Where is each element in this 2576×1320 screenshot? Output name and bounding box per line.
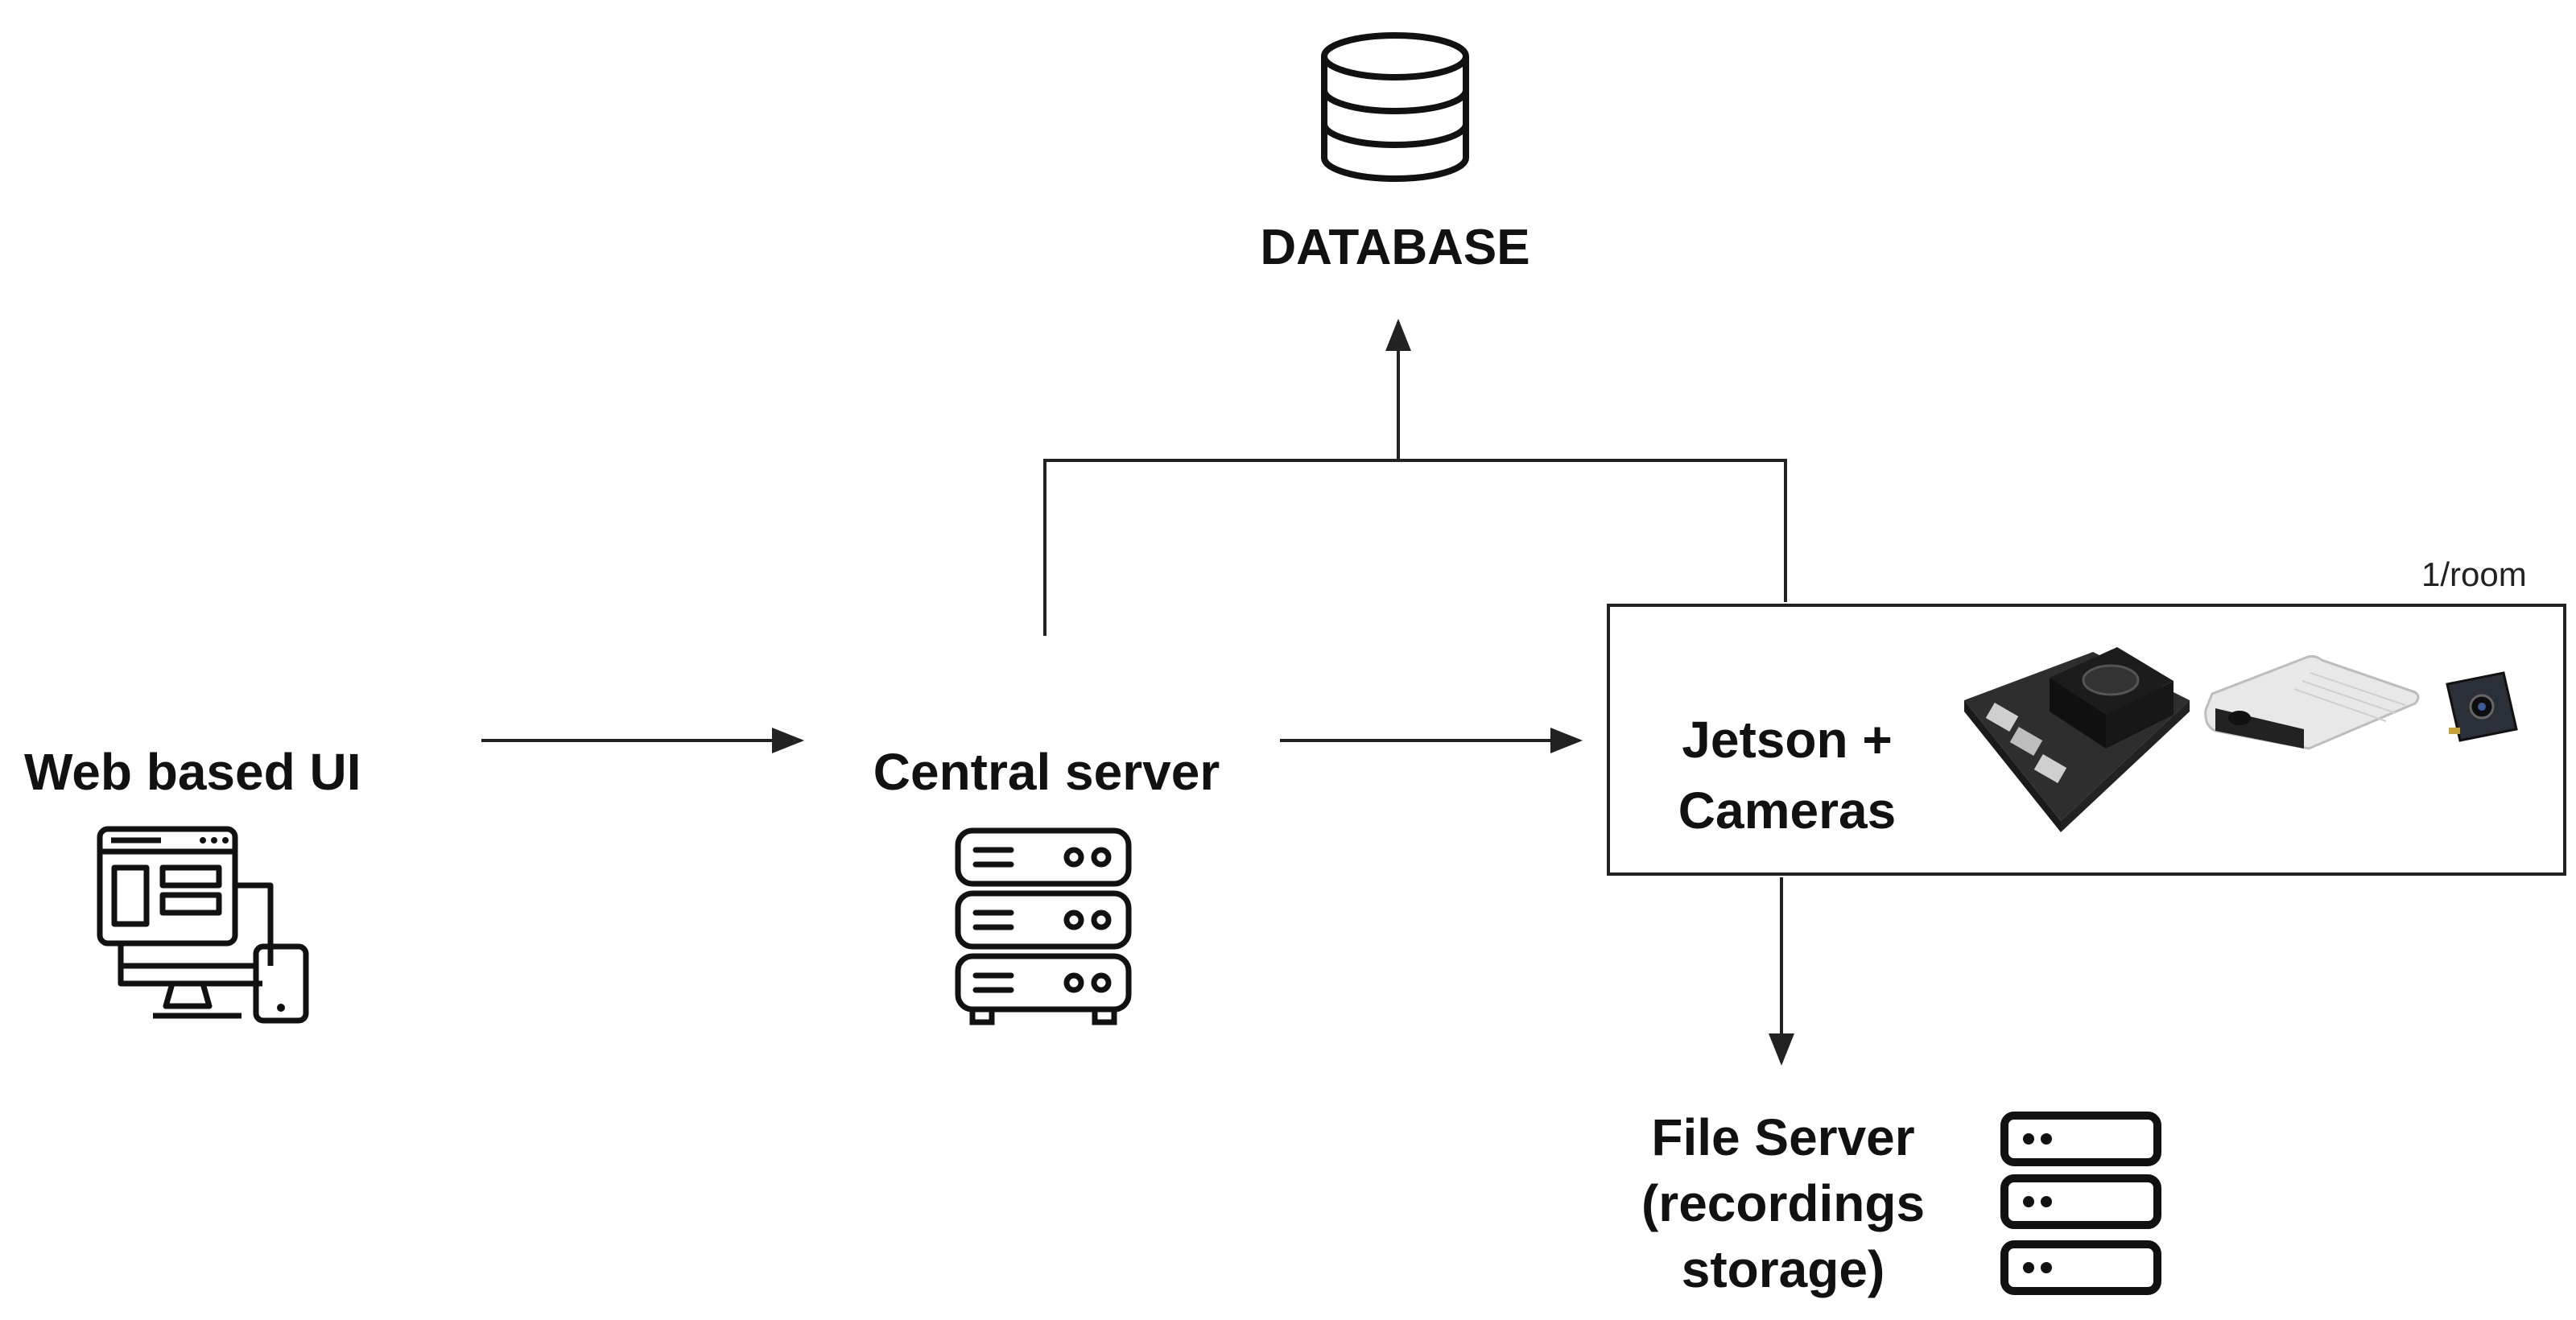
jetson-box bbox=[1607, 604, 2566, 876]
file-server-label-line2: (recordings bbox=[1641, 1174, 1926, 1232]
file-server-label-line3: storage) bbox=[1681, 1240, 1885, 1298]
database-label: DATABASE bbox=[1260, 220, 1530, 275]
jetson-multiplicity-label: 1/room bbox=[2421, 555, 2527, 593]
central-server-label: Central server bbox=[873, 743, 1220, 801]
jetson-label-line1: Jetson + bbox=[1682, 711, 1893, 769]
web-ui-label: Web based UI bbox=[24, 743, 361, 801]
connector-central-up bbox=[1043, 459, 1787, 636]
jetson-label-line2: Cameras bbox=[1678, 782, 1897, 839]
file-server-label-line1: File Server bbox=[1651, 1108, 1915, 1166]
